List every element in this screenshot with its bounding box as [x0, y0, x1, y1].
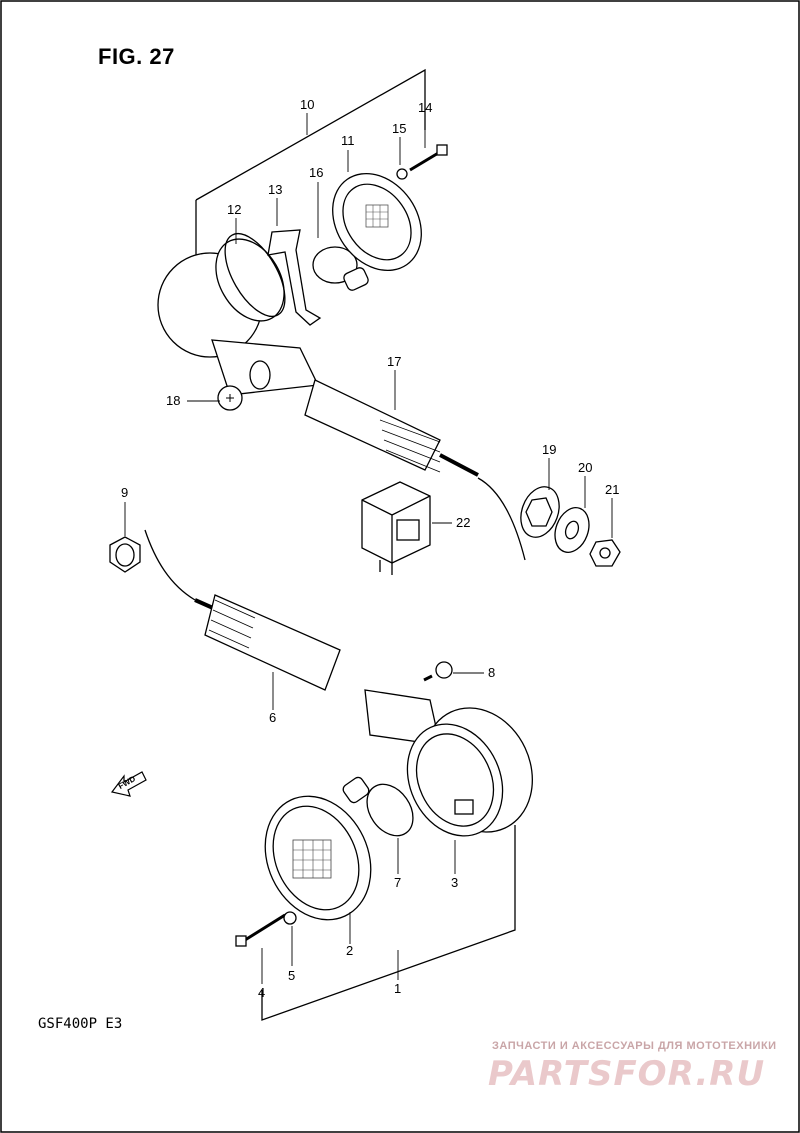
callout-15: 15 [392, 121, 407, 136]
flasher-relay [361, 481, 431, 575]
callout-11: 11 [341, 133, 355, 148]
callout-10: 10 [300, 97, 315, 112]
callout-17: 17 [387, 354, 402, 369]
callout-12: 12 [227, 202, 242, 217]
callout-3: 3 [451, 875, 459, 890]
callout-22: 22 [456, 515, 471, 530]
callout-19: 19 [542, 442, 557, 457]
callout-6: 6 [269, 710, 277, 725]
callout-21: 21 [605, 482, 620, 497]
callout-16: 16 [309, 165, 324, 180]
nut-and-washers [520, 486, 621, 567]
callout-5: 5 [288, 968, 296, 983]
callout-8: 8 [488, 665, 496, 680]
figure-title: FIG. 27 [98, 44, 175, 69]
lower-turn-signal-assembly [109, 529, 533, 1021]
fwd-arrow-icon [110, 771, 147, 797]
callout-13: 13 [268, 182, 283, 197]
callout-20: 20 [578, 460, 593, 475]
leader-lines [124, 113, 613, 984]
upper-turn-signal-assembly [157, 68, 526, 561]
watermark-tagline: ЗАПЧАСТИ И АКСЕССУАРЫ ДЛЯ МОТОТЕХНИКИ [492, 1040, 777, 1052]
callout-9: 9 [121, 485, 129, 500]
callout-14: 14 [418, 100, 433, 115]
callout-7: 7 [394, 875, 402, 890]
callout-18: 18 [166, 393, 181, 408]
callout-2: 2 [346, 943, 354, 958]
callout-1: 1 [394, 981, 402, 996]
model-code: GSF400P E3 [38, 1016, 123, 1032]
callout-4: 4 [258, 985, 266, 1000]
watermark-logo: PARTSFOR.RU [488, 1054, 766, 1094]
